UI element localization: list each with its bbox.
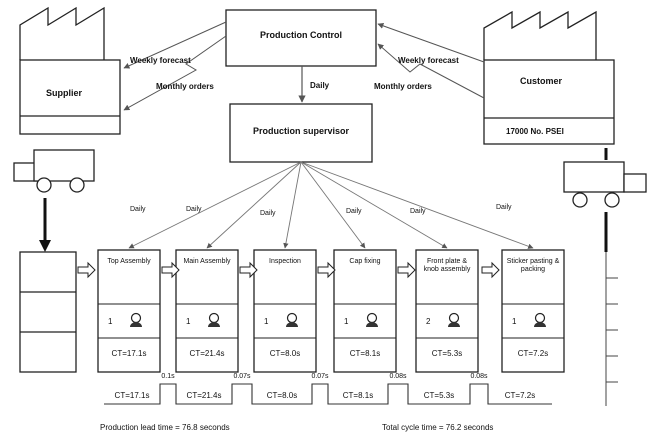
operator-count: 2 — [426, 317, 431, 326]
operator-count: 1 — [108, 317, 113, 326]
operator-icon — [534, 312, 546, 327]
process-box — [97, 249, 161, 373]
push-arrow-icon — [397, 261, 416, 279]
customer-truck-icon — [563, 161, 647, 208]
operator-icon — [208, 312, 220, 327]
total-cycle-time-label: Total cycle time = 76.2 seconds — [382, 423, 494, 432]
customer-demand-label: 17000 No. PSEI — [506, 127, 564, 136]
process-box — [415, 249, 479, 373]
push-arrow-icon — [161, 261, 180, 279]
schedule-frequency-label: Daily — [130, 206, 146, 213]
schedule-frequency-label: Daily — [496, 204, 512, 211]
process-box — [333, 249, 397, 373]
schedule-line — [300, 161, 448, 249]
supplier-electronic-order-line — [123, 35, 227, 111]
production-supervisor-label: Production supervisor — [252, 126, 350, 136]
schedule-frequency-label: Daily — [186, 206, 202, 213]
schedule-frequency-label: Daily — [346, 208, 362, 215]
operator-icon — [286, 312, 298, 327]
timeline-process-time: CT=5.3s — [423, 391, 455, 400]
operator-count: 1 — [512, 317, 517, 326]
timeline-process-time: CT=7.2s — [504, 391, 536, 400]
supplier-forecast-label: Weekly forecast — [130, 56, 191, 65]
finished-goods-inventory — [605, 252, 618, 406]
timeline-wait-time: 0.1s — [161, 373, 175, 380]
schedule-line — [128, 161, 302, 249]
timeline-ladder — [104, 383, 552, 405]
timeline-process-time: CT=17.1s — [114, 391, 150, 400]
push-arrow-icon — [317, 261, 336, 279]
raw-material-inventory — [19, 251, 77, 373]
operator-icon — [130, 312, 142, 327]
schedule-line — [206, 161, 302, 249]
customer-factory-icon — [483, 10, 615, 145]
supplier-truck-icon — [13, 149, 95, 193]
process-cycle-time: CT=17.1s — [111, 349, 147, 358]
customer-info-lines — [377, 22, 485, 99]
customer-label: Customer — [520, 76, 563, 86]
supplier-factory-icon — [19, 6, 121, 135]
process-name: Front plate & knob assembly — [423, 258, 471, 273]
schedule-line — [283, 161, 302, 249]
push-arrow-icon — [481, 261, 500, 279]
process-box — [253, 249, 317, 373]
process-box — [175, 249, 239, 373]
timeline-process-time: CT=21.4s — [186, 391, 222, 400]
process-cycle-time: CT=8.1s — [349, 349, 381, 358]
operator-count: 1 — [264, 317, 269, 326]
process-name: Sticker pasting & packing — [506, 258, 560, 273]
production-control-box — [225, 9, 377, 67]
timeline-process-time: CT=8.0s — [266, 391, 298, 400]
operator-count: 1 — [344, 317, 349, 326]
process-name: Inspection — [269, 258, 301, 265]
production-lead-time-label: Production lead time = 76.8 seconds — [100, 423, 230, 432]
supplier-info-lines — [123, 21, 227, 111]
schedule-frequency-label: Daily — [410, 208, 426, 215]
process-cycle-time: CT=5.3s — [431, 349, 463, 358]
customer-forecast-label: Weekly forecast — [398, 56, 459, 65]
push-arrow-icon — [239, 261, 258, 279]
customer-electronic-order-line — [377, 43, 485, 99]
process-box — [501, 249, 565, 373]
timeline-wait-time: 0.08s — [470, 373, 488, 380]
production-supervisor-box — [229, 103, 373, 163]
daily-schedule-label: Daily — [310, 81, 330, 90]
timeline-process-time: CT=8.1s — [342, 391, 374, 400]
timeline-wait-time: 0.08s — [389, 373, 407, 380]
operator-count: 1 — [186, 317, 191, 326]
process-cycle-time: CT=8.0s — [269, 349, 301, 358]
production-control-label: Production Control — [260, 30, 342, 40]
process-cycle-time: CT=21.4s — [189, 349, 225, 358]
process-cycle-time: CT=7.2s — [517, 349, 549, 358]
process-name: Main Assembly — [183, 258, 231, 265]
supplier-orders-label: Monthly orders — [156, 82, 214, 91]
timeline-wait-time: 0.07s — [311, 373, 329, 380]
push-arrow-icon — [77, 261, 96, 279]
timeline-wait-time: 0.07s — [233, 373, 251, 380]
operator-icon — [366, 312, 378, 327]
supplier-label: Supplier — [46, 88, 83, 98]
process-name: Top Assembly — [107, 258, 151, 265]
operator-icon — [448, 312, 460, 327]
schedule-line — [300, 161, 534, 249]
process-name: Cap fixing — [349, 258, 381, 265]
customer-orders-label: Monthly orders — [374, 82, 432, 91]
schedule-frequency-label: Daily — [260, 210, 276, 217]
schedule-line — [300, 161, 366, 249]
